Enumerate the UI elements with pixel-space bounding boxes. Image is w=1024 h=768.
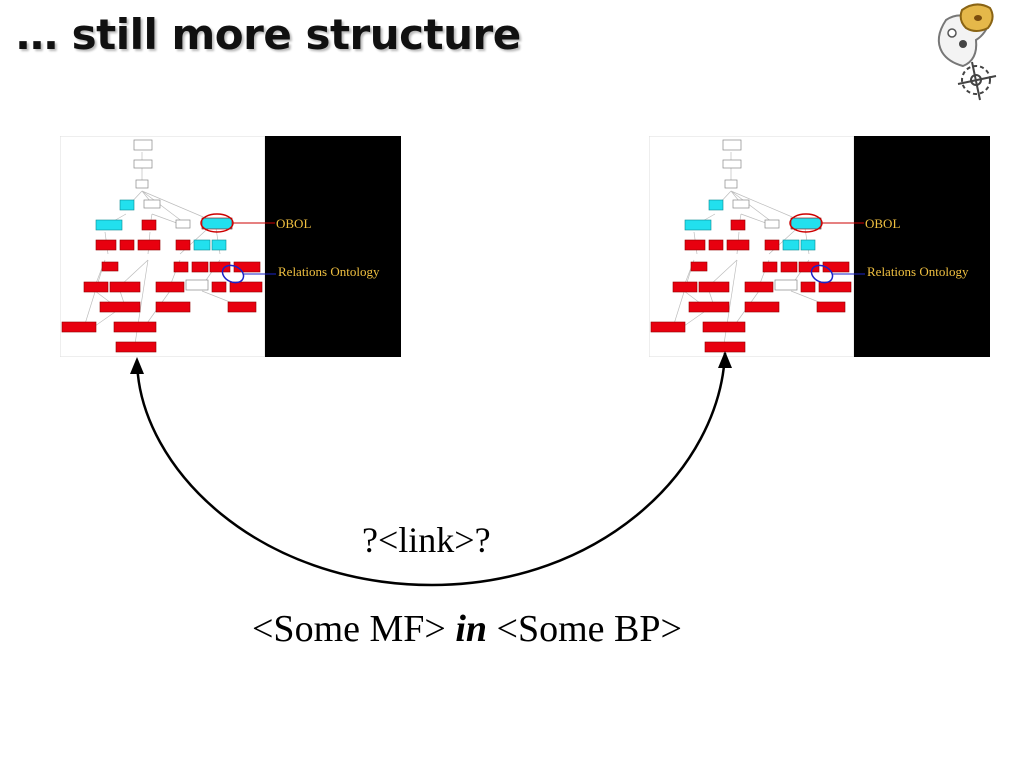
- obol-label: OBOL: [276, 216, 311, 231]
- arrowhead-left-icon: [130, 357, 144, 374]
- slide-title: … still more structure: [16, 10, 521, 59]
- graph-panel-left: OBOL Relations Ontology: [60, 136, 401, 357]
- statement-subject: <Some MF>: [252, 608, 446, 650]
- statement-keyword: in: [455, 608, 488, 650]
- link-label: ?<link>?: [362, 520, 491, 560]
- sheep-target-logo-icon: [928, 0, 1018, 110]
- graph-panel-right: OBOL Relations Ontology: [649, 136, 990, 357]
- relations-ontology-label: Relations Ontology: [867, 264, 969, 279]
- obol-label: OBOL: [865, 216, 900, 231]
- statement-object: <Some BP>: [496, 608, 682, 650]
- relations-ontology-label: Relations Ontology: [278, 264, 380, 279]
- statement: <Some MF> in <Some BP>: [252, 607, 682, 651]
